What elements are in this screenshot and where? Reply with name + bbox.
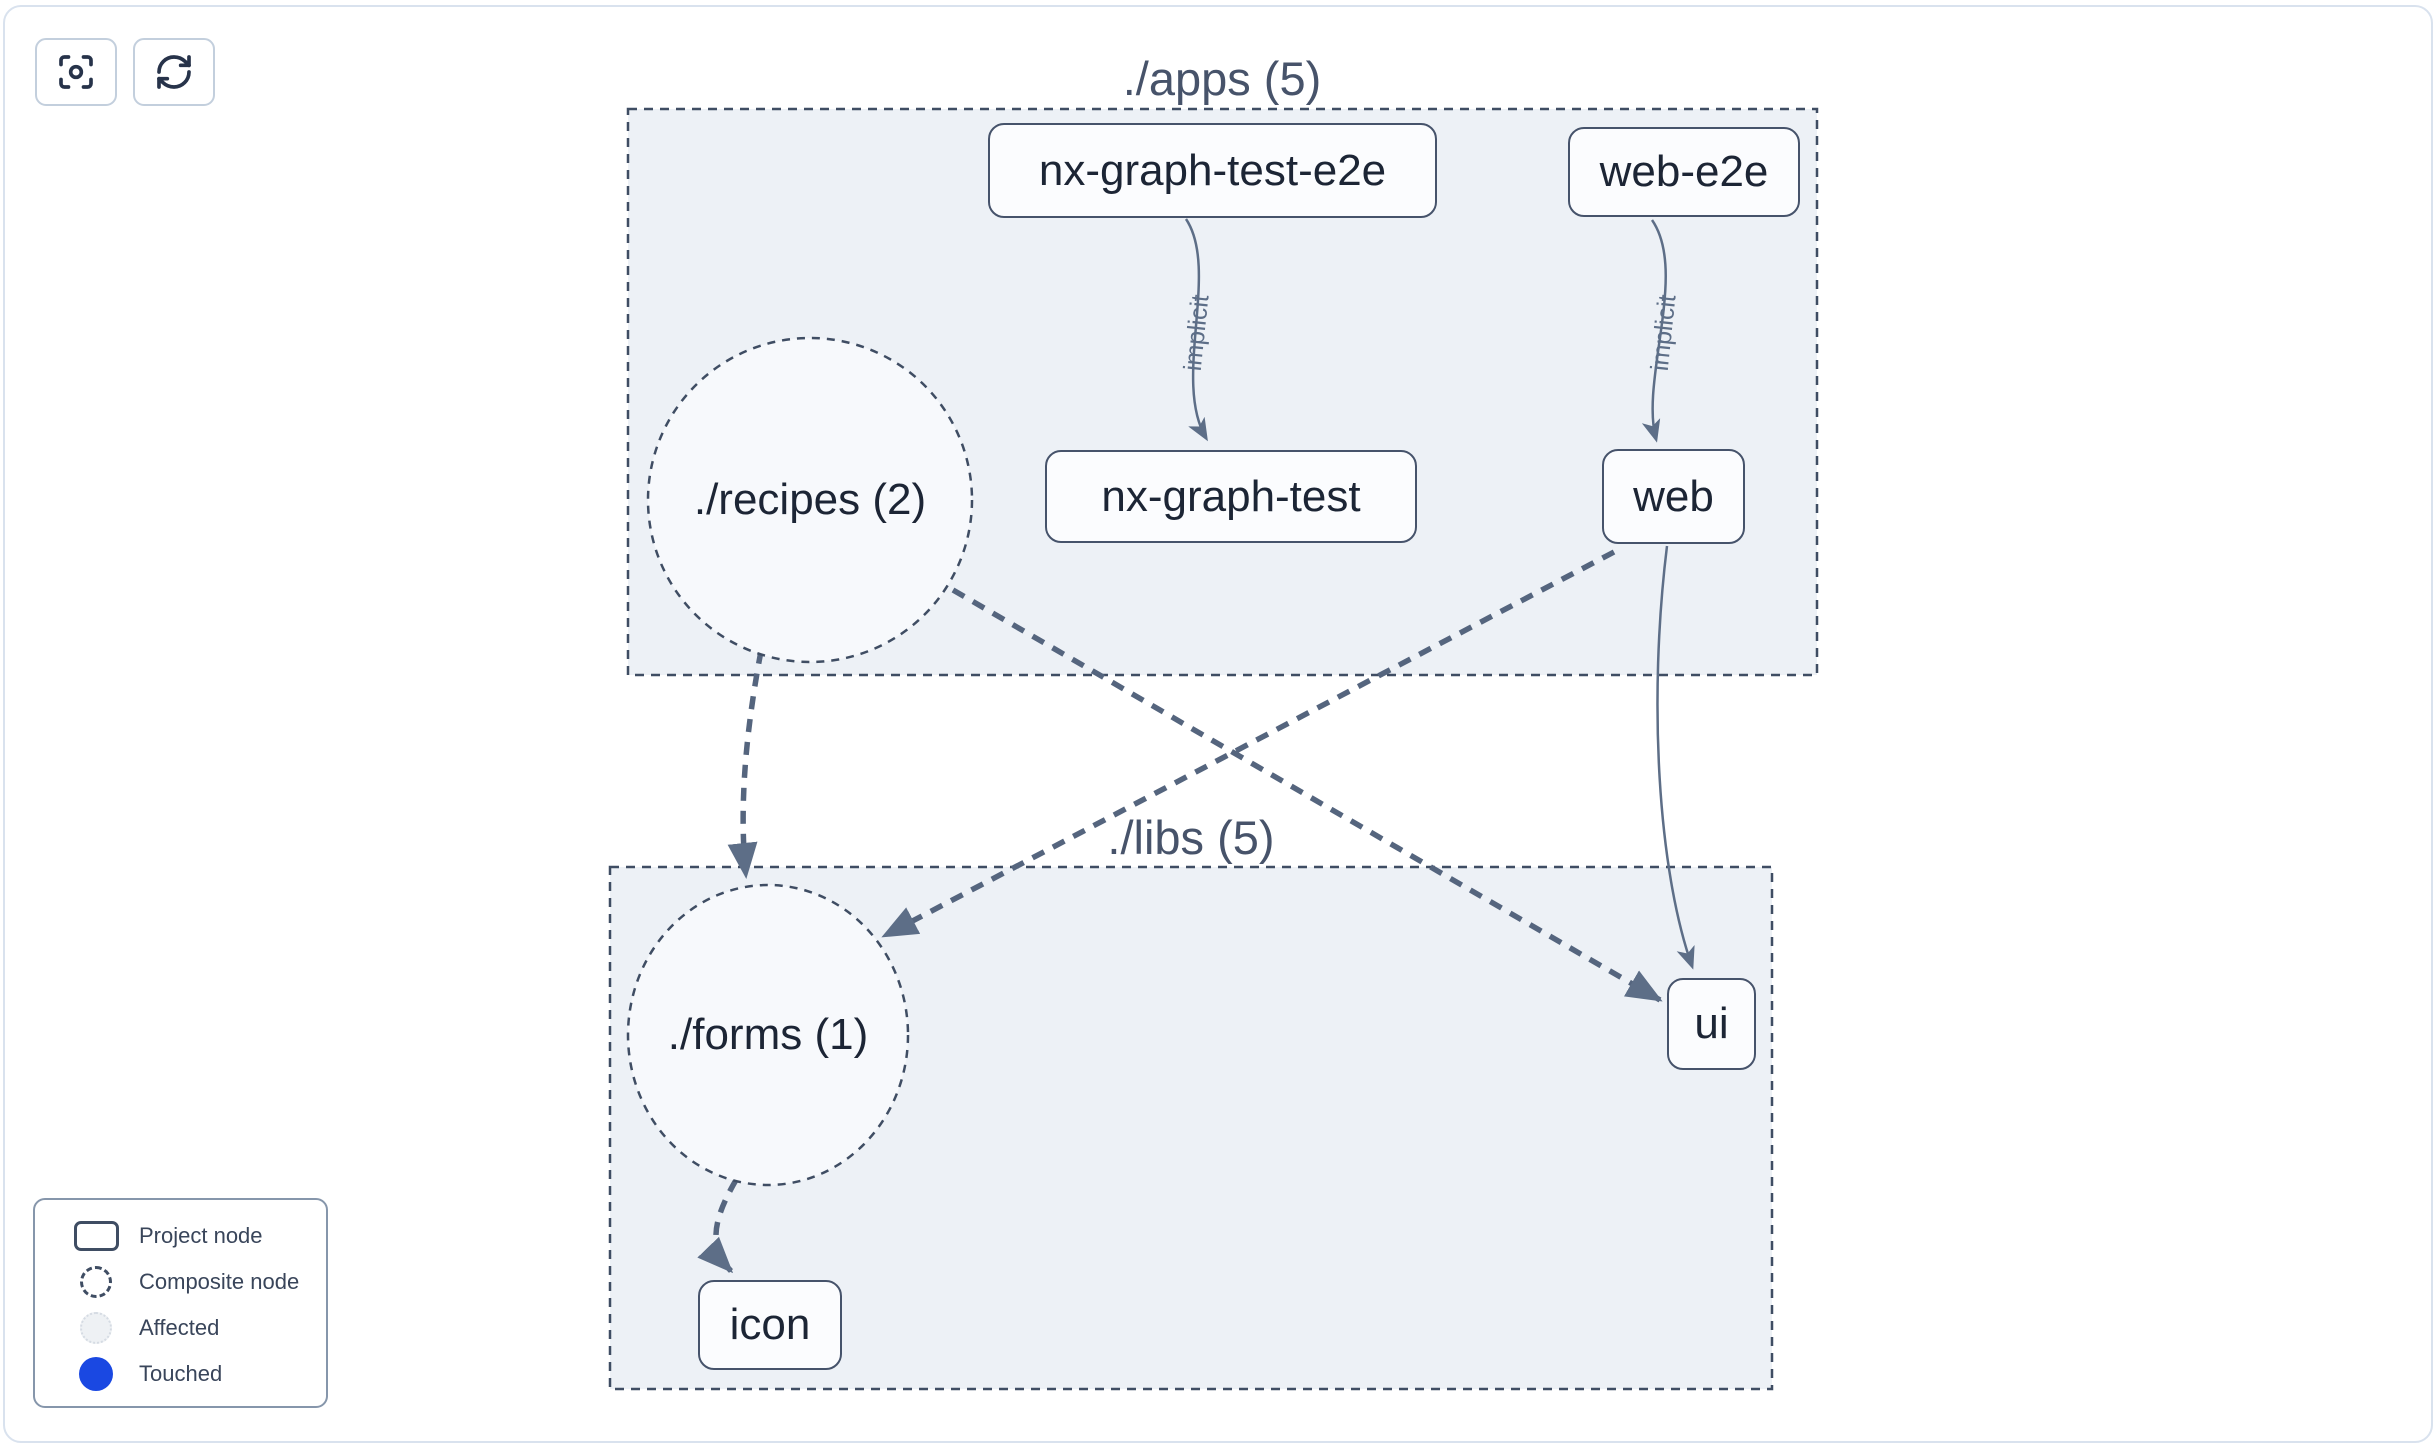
focus-button[interactable] [35,38,117,106]
project-node-nx-graph-test-e2e[interactable]: nx-graph-test-e2e [988,123,1437,218]
composite-node-recipes[interactable]: ./recipes (2) [693,475,927,524]
refresh-icon [154,52,194,92]
edge-web-to-ui [1656,545,1695,970]
legend: Project node Composite node Affected Tou… [33,1198,328,1408]
container-apps-title: ./apps (5) [1122,52,1322,105]
edge-nx-graph-test-e2e-to-nx-graph-test [1184,218,1208,442]
edge-forms-to-icon [697,1178,739,1274]
composite-node-recipes-circle[interactable] [646,336,974,664]
project-node-nx-graph-test[interactable]: nx-graph-test [1045,450,1417,543]
legend-label: Project node [139,1223,263,1248]
affected-swatch-icon [80,1312,112,1344]
composite-node-forms-circle[interactable] [626,883,910,1187]
toolbar [35,38,215,106]
legend-label: Touched [139,1361,223,1386]
legend-label: Affected [139,1315,220,1340]
container-libs-title: ./libs (5) [1107,811,1275,864]
touched-swatch-icon [79,1357,113,1391]
project-node-icon[interactable]: icon [698,1280,842,1370]
edge-web-e2e-to-web [1641,219,1667,443]
composite-node-swatch-icon [80,1266,112,1298]
composite-node-forms[interactable]: ./forms (1) [667,1010,869,1059]
focus-icon [56,52,96,92]
legend-label: Composite node [139,1269,300,1294]
legend-item-composite-node: Composite node [53,1260,326,1304]
project-node-ui[interactable]: ui [1667,978,1756,1070]
project-node-web[interactable]: web [1602,449,1745,544]
project-node-web-e2e[interactable]: web-e2e [1568,127,1800,217]
legend-item-affected: Affected [53,1306,326,1350]
legend-item-touched: Touched [53,1352,326,1396]
project-node-swatch-icon [73,1221,119,1251]
refresh-button[interactable] [133,38,215,106]
legend-item-project-node: Project node [53,1214,326,1258]
edge-recipes-to-forms [727,650,764,879]
